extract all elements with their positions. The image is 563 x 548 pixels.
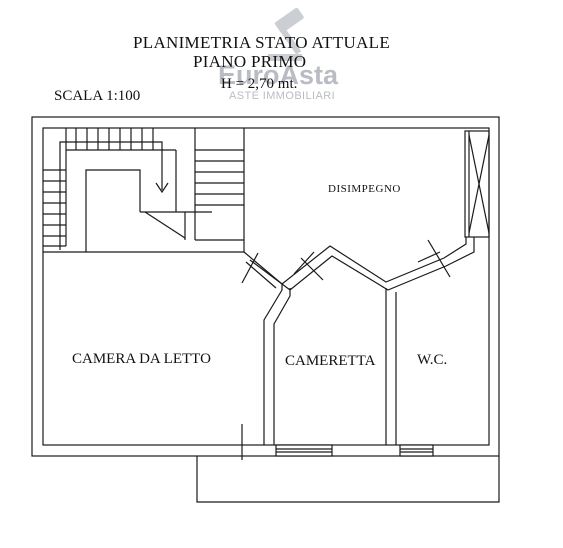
staircase (43, 128, 245, 253)
outer-walls (31, 116, 500, 457)
scale-label: SCALA 1:100 (54, 88, 141, 104)
wardrobe (464, 130, 490, 238)
balcony (196, 456, 500, 503)
watermark-brand: EuroAsta (218, 60, 339, 90)
partition-walls (243, 237, 475, 445)
window-openings (241, 424, 434, 460)
room-label-cameretta: CAMERETTA (285, 353, 376, 369)
plan-floor: PIANO PRIMO (193, 52, 307, 71)
room-label-wc: W.C. (417, 352, 448, 368)
watermark-tagline: ASTE IMMOBILIARI (229, 90, 336, 102)
plan-title: PLANIMETRIA STATO ATTUALE (133, 33, 391, 52)
ceiling-height: H = 2,70 mt. (221, 76, 298, 92)
door-marks (241, 239, 451, 289)
room-label-disimpegno: DISIMPEGNO (328, 183, 401, 195)
room-label-camera-da-letto: CAMERA DA LETTO (72, 351, 211, 367)
